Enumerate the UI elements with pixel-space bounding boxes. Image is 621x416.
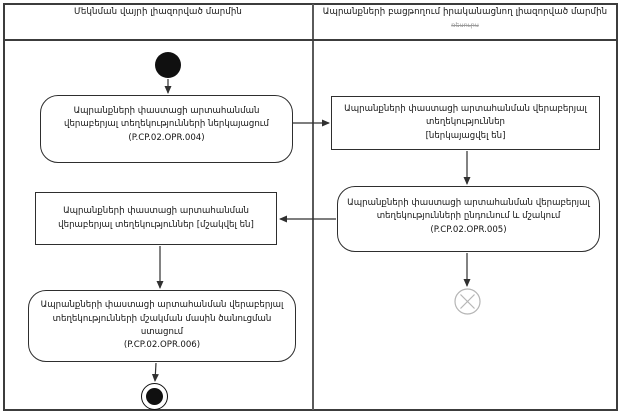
action-node-submit-export-info: Ապրանքների փաստացի արտահանման վերաբերյալ… xyxy=(40,95,293,163)
lane-subtitle-faded-text: ռեսուրս xyxy=(451,21,479,29)
flow-final-x-icon xyxy=(454,288,481,315)
node-label: Ապրանքների փաստացի արտահանման վերաբերյալ… xyxy=(64,106,269,143)
action-node-process-export-info: Ապրանքների փաստացի արտահանման վերաբերյալ… xyxy=(337,186,600,252)
swimlane-header-release-authority: Ապրանքների բացթողում իրականացնող լիազորվ… xyxy=(315,7,615,29)
initial-node xyxy=(155,52,181,78)
action-node-receive-notification: Ապրանքների փաստացի արտահանման վերաբերյալ… xyxy=(28,290,296,362)
object-node-info-submitted: Ապրանքների փաստացի արտահանման վերաբերյալ… xyxy=(331,96,600,150)
lane-title: Ապրանքների բացթողում իրականացնող լիազորվ… xyxy=(322,7,608,17)
swimlane-divider xyxy=(312,4,314,410)
activity-final-node xyxy=(141,383,168,410)
node-label: Ապրանքների փաստացի արտահանման վերաբերյալ… xyxy=(347,198,590,235)
object-node-info-processed: Ապրանքների փաստացի արտահանման վերաբերյալ… xyxy=(35,192,277,245)
diagram-outer-frame xyxy=(3,3,618,411)
node-label: Ապրանքների փաստացի արտահանման վերաբերյալ… xyxy=(344,104,587,141)
flow-final-node xyxy=(454,288,481,315)
header-divider-line xyxy=(4,39,617,41)
node-label: Ապրանքների փաստացի արտահանման վերաբերյալ… xyxy=(58,206,254,230)
lane-title: Մեկնման վայրի լիազորված մարմին xyxy=(74,7,242,17)
node-label: Ապրանքների փաստացի արտահանման վերաբերյալ… xyxy=(40,300,284,351)
swimlane-header-departure-authority: Մեկնման վայրի լիազորված մարմին xyxy=(6,7,310,17)
activity-final-core xyxy=(146,388,163,405)
